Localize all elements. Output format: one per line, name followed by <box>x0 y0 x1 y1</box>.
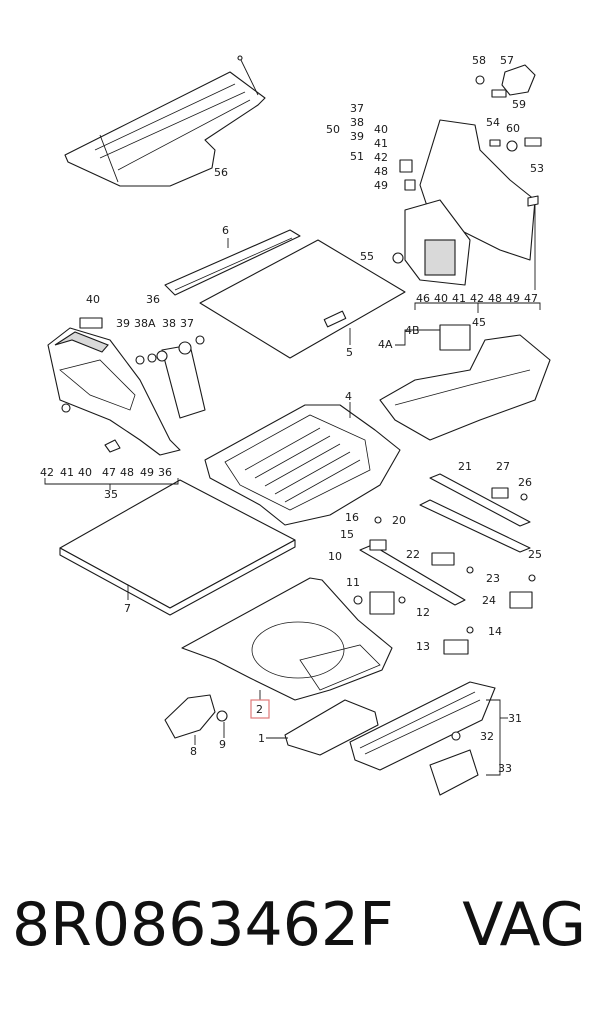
part-4a-side-tray <box>379 324 551 441</box>
callout-35-42: 42 <box>40 466 54 479</box>
callout-36-top: 36 <box>146 293 160 306</box>
callout-35-47: 47 <box>102 466 116 479</box>
callout-45: 45 <box>472 316 486 329</box>
callout-45-49: 49 <box>506 292 520 305</box>
part-number: 8R0863462F <box>12 890 394 960</box>
callout-35-41: 41 <box>60 466 74 479</box>
callout-51: 51 <box>350 150 364 163</box>
callout-31: 31 <box>508 712 522 725</box>
callout-50-38: 38 <box>350 116 364 129</box>
callout-45-40: 40 <box>434 292 448 305</box>
callout-51-42: 42 <box>374 151 388 164</box>
callout-2-box <box>250 699 270 719</box>
callout-4b: 4B <box>405 324 420 337</box>
callout-35-48: 48 <box>120 466 134 479</box>
callout-35-40: 40 <box>78 466 92 479</box>
part-6-strip <box>164 229 301 296</box>
callout-13: 13 <box>416 640 430 653</box>
callout-23: 23 <box>486 572 500 585</box>
callout-21: 21 <box>458 460 472 473</box>
part-56-luggage-cover <box>64 55 266 187</box>
callout-45-42: 42 <box>470 292 484 305</box>
part-45-right-trim <box>392 119 541 313</box>
part-21-rail <box>353 473 536 655</box>
callout-35: 35 <box>104 488 118 501</box>
callout-35-36: 36 <box>158 466 172 479</box>
callout-39: 39 <box>116 317 130 330</box>
callout-50-39: 39 <box>350 130 364 143</box>
callout-4a: 4A <box>378 338 393 351</box>
callout-1: 1 <box>258 732 265 745</box>
callout-40-top: 40 <box>86 293 100 306</box>
parts-exploded-diagram: 56 6 5 4 7 <box>40 54 551 796</box>
part-5-floor-cover <box>199 239 406 359</box>
callout-49: 49 <box>374 179 388 192</box>
part-7-floor-panel <box>59 479 296 616</box>
callout-60: 60 <box>506 122 520 135</box>
callout-27: 27 <box>496 460 510 473</box>
callout-38: 38 <box>162 317 176 330</box>
part-8-block <box>164 694 228 745</box>
callout-22: 22 <box>406 548 420 561</box>
callout-7: 7 <box>124 602 131 615</box>
callout-8: 8 <box>190 745 197 758</box>
callout-12: 12 <box>416 606 430 619</box>
callout-51-40: 40 <box>374 123 388 136</box>
callout-48: 48 <box>374 165 388 178</box>
callout-5: 5 <box>346 346 353 359</box>
callout-45-41: 41 <box>452 292 466 305</box>
callout-35-49: 49 <box>140 466 154 479</box>
callout-25: 25 <box>528 548 542 561</box>
callout-54: 54 <box>486 116 500 129</box>
part-floor-pan <box>181 577 393 701</box>
callout-10: 10 <box>328 550 342 563</box>
callout-2: 2 <box>256 703 263 716</box>
part-57-bracket <box>475 64 542 290</box>
callout-51-41: 41 <box>374 137 388 150</box>
callout-26: 26 <box>518 476 532 489</box>
callout-14: 14 <box>488 625 502 638</box>
callout-11: 11 <box>346 576 360 589</box>
brand-label: VAG <box>462 890 586 960</box>
callout-37: 37 <box>180 317 194 330</box>
footer: 8R0863462F VAG <box>0 890 600 990</box>
callout-50-37: 37 <box>350 102 364 115</box>
callout-15: 15 <box>340 528 354 541</box>
callout-38a: 38A <box>134 317 156 330</box>
callout-24: 24 <box>482 594 496 607</box>
callout-16: 16 <box>345 511 359 524</box>
callout-56: 56 <box>214 166 228 179</box>
callout-45-48: 48 <box>488 292 502 305</box>
callout-53: 53 <box>530 162 544 175</box>
callout-33: 33 <box>498 762 512 775</box>
callout-9: 9 <box>219 738 226 751</box>
part-1-bracket <box>266 699 379 756</box>
callout-20: 20 <box>392 514 406 527</box>
part-31-sill-panel <box>349 681 508 796</box>
callout-45-46: 46 <box>416 292 430 305</box>
callout-58: 58 <box>472 54 486 67</box>
callout-32: 32 <box>480 730 494 743</box>
part-4-tray <box>204 402 401 526</box>
callout-45-47: 47 <box>524 292 538 305</box>
callout-57: 57 <box>500 54 514 67</box>
callout-59: 59 <box>512 98 526 111</box>
callout-4: 4 <box>345 390 352 403</box>
callout-50: 50 <box>326 123 340 136</box>
callout-55: 55 <box>360 250 374 263</box>
part-35-left-trim <box>44 317 206 490</box>
callout-6: 6 <box>222 224 229 237</box>
